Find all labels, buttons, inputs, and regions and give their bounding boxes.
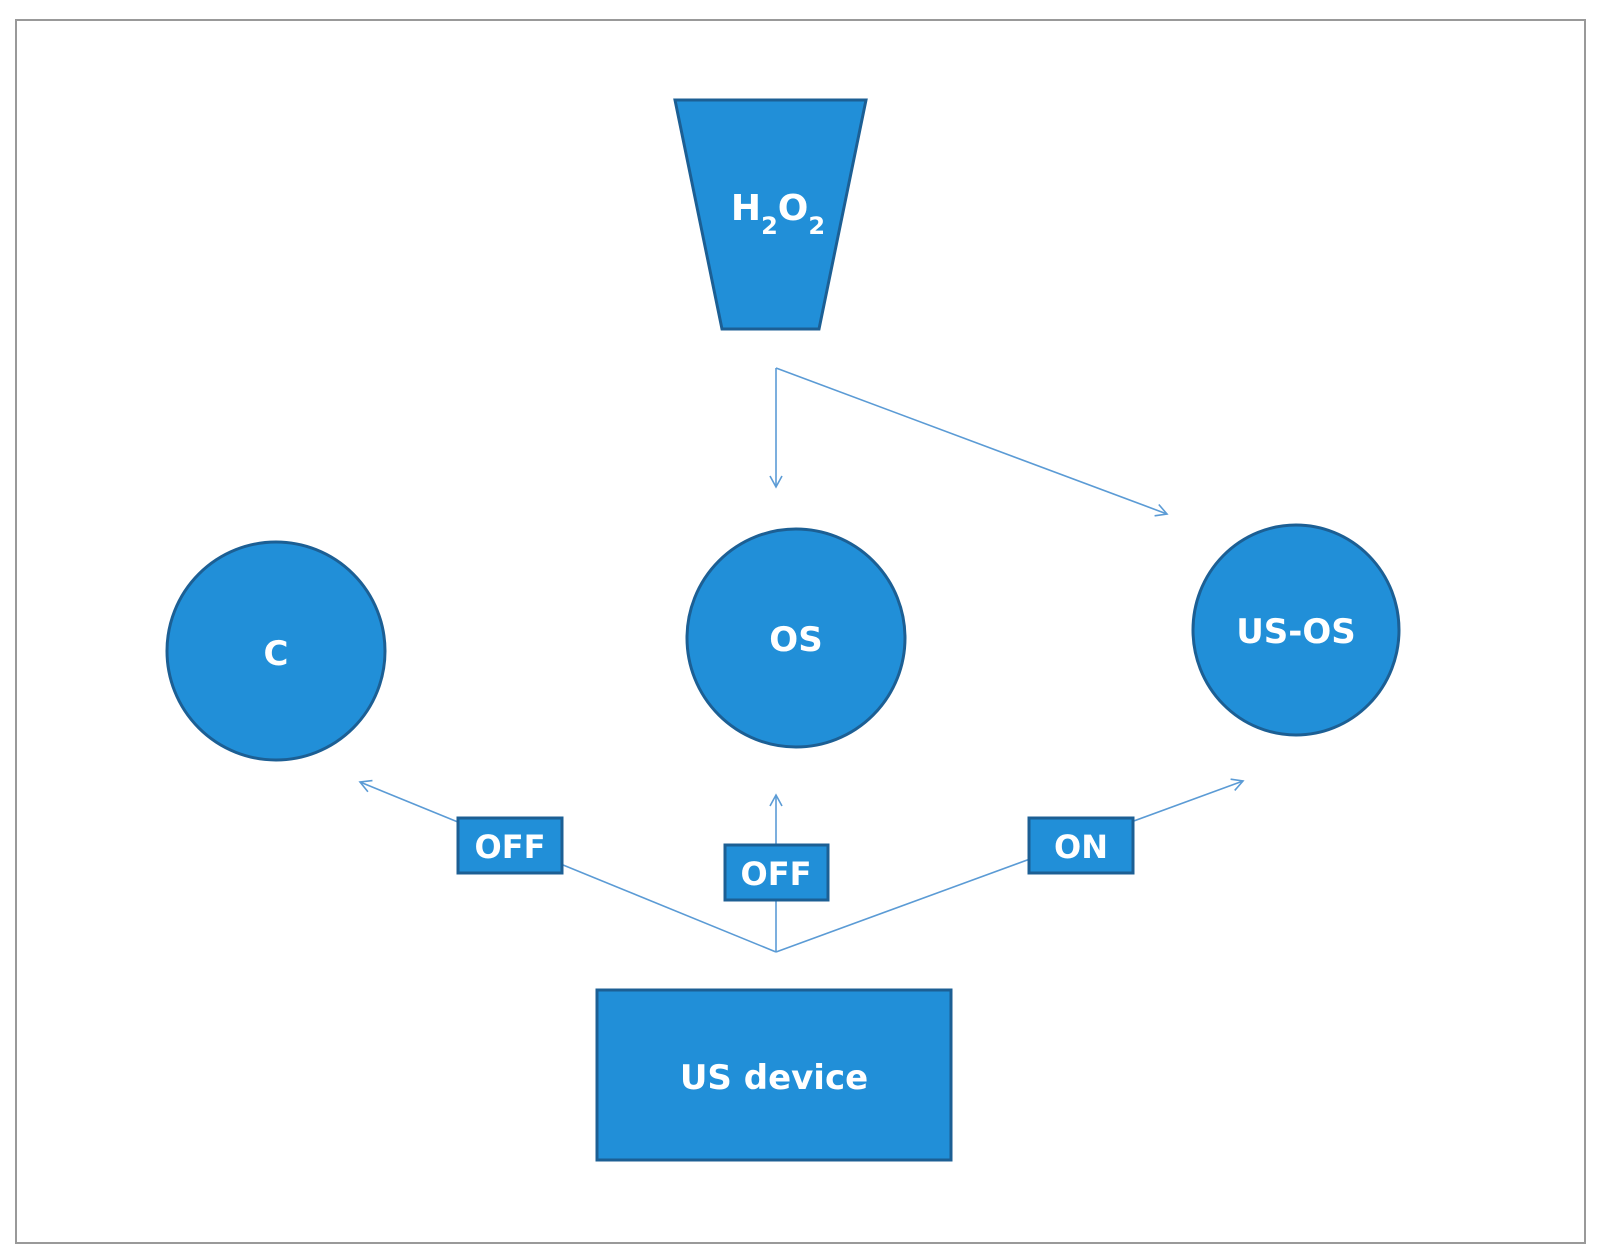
- switch-us-os-label: ON: [1054, 828, 1108, 866]
- control-label: C: [264, 634, 289, 674]
- switch-control: OFF: [456, 816, 564, 875]
- switch-control-box: [456, 816, 564, 875]
- switch-os-label: OFF: [741, 855, 812, 893]
- os-label: OS: [769, 620, 822, 660]
- us-device-to-us-os-arrow: [775, 778, 1245, 953]
- switch-us-os: ON: [1027, 816, 1135, 875]
- switch-os: OFF: [723, 843, 830, 902]
- control-node: C: [165, 540, 387, 762]
- switch-control-label: OFF: [475, 828, 546, 866]
- us-os-circle: [1191, 523, 1401, 737]
- switch-us-os-box: [1027, 816, 1135, 875]
- us-device-node: US device: [595, 988, 953, 1162]
- os-circle: [685, 527, 907, 749]
- us-device-to-control-arrow: [358, 779, 777, 953]
- os-node: OS: [685, 527, 907, 749]
- switch-os-box: [723, 843, 830, 902]
- h2o2-arrows: [769, 367, 1169, 517]
- h2o2-node: H2O2: [673, 98, 868, 331]
- h2o2-label: H2O2: [731, 188, 825, 240]
- control-circle: [165, 540, 387, 762]
- h2o2-to-us-os-arrow: [775, 367, 1169, 517]
- h2o2-trapezoid: [673, 98, 868, 331]
- us-device-box: [595, 988, 953, 1162]
- us-os-label: US-OS: [1236, 612, 1356, 652]
- us-os-node: US-OS: [1191, 523, 1401, 737]
- us-device-label: US device: [680, 1058, 868, 1098]
